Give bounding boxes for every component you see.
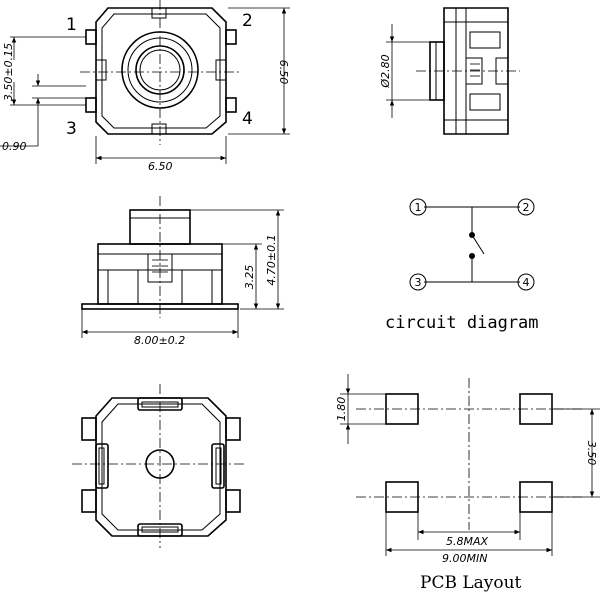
pin-label-4: 4 (242, 109, 253, 129)
dim-inner-span: 5.8MAX (446, 535, 489, 548)
lead-pin-2 (225, 29, 237, 45)
pin-label-1: 1 (66, 15, 77, 35)
circuit-node-4 (517, 273, 535, 291)
dim-front-width: 8.00±0.2 (134, 334, 185, 347)
dim-pad-pitch: 3.50 (585, 441, 598, 466)
lead-pin-3 (85, 97, 97, 113)
svg-text:1: 1 (415, 201, 422, 214)
bottom-view-body (95, 397, 227, 537)
dim-pad-size: 1.80 (335, 397, 348, 422)
pcb-caption: PCB Layout (420, 573, 522, 593)
circuit-node-3 (409, 273, 427, 291)
dim-total-height: 4.70±0.1 (265, 234, 278, 285)
switch-contact (471, 234, 485, 255)
pcb-layout: 1.80 3.50 5.8MAX 9.00MIN PCB Layout (335, 374, 600, 593)
svg-text:4: 4 (523, 276, 530, 289)
circuit-diagram: 1 2 3 4 circuit diagram (385, 198, 539, 333)
top-view: 1 2 3 4 3.50±0.15 0.90 6.50 6.50 (0, 0, 290, 173)
top-view-body (95, 7, 227, 135)
dim-pitch-label: 3.50±0.15 (2, 43, 15, 101)
dim-body-height: 3.25 (243, 265, 256, 290)
svg-text:2: 2 (523, 201, 530, 214)
dim-width-label: 6.50 (148, 160, 173, 173)
circuit-node-1 (409, 198, 427, 216)
lead-pin-4 (225, 97, 237, 113)
dim-lead-label: 0.90 (2, 140, 27, 153)
circuit-caption: circuit diagram (385, 313, 539, 333)
side-view: Ø2.80 (379, 7, 520, 135)
dim-height-label: 6.50 (277, 60, 290, 85)
svg-text:3: 3 (415, 276, 422, 289)
lead-pin-1 (85, 29, 97, 45)
front-view: 3.25 4.70±0.1 8.00±0.2 (81, 196, 284, 347)
bottom-view (72, 384, 246, 548)
dim-actuator-diameter: Ø2.80 (379, 54, 392, 88)
pin-label-2: 2 (242, 11, 253, 31)
dim-outer-span: 9.00MIN (442, 552, 487, 565)
circuit-node-2 (517, 198, 535, 216)
pin-label-3: 3 (66, 119, 77, 139)
